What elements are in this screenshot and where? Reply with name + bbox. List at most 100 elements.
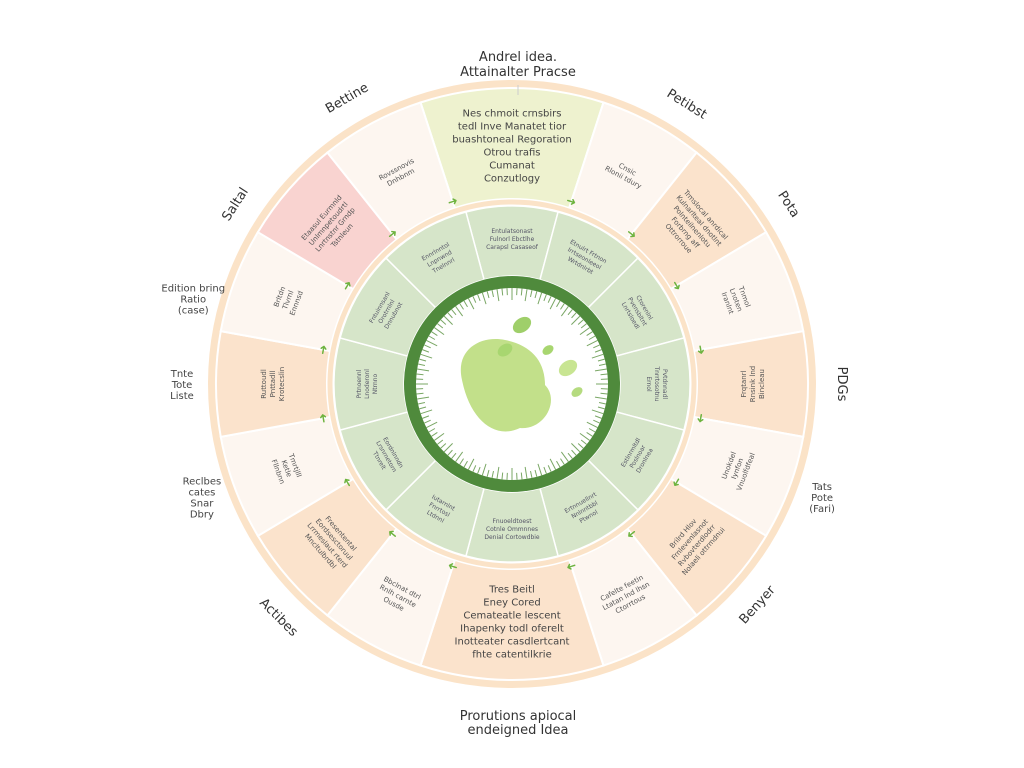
tick-mark	[420, 353, 433, 359]
inner-segment-text-line: Ntrnno	[372, 373, 379, 394]
tick-mark	[417, 396, 430, 400]
leaf-icon	[512, 316, 532, 334]
leaf-icon	[558, 359, 578, 377]
tick-mark	[591, 409, 604, 415]
outer-label-line: cates	[188, 487, 215, 498]
leaf-icon	[571, 387, 583, 397]
tick-mark	[481, 463, 487, 476]
leaf-icon	[497, 343, 513, 357]
inner-segment-text-line: Prtnoennl	[356, 369, 363, 398]
tick-mark	[443, 315, 453, 325]
inner-segment-text-line: Entulatsonast	[491, 228, 533, 235]
tick-mark	[547, 465, 552, 472]
outer-segment-text-group: FrqtanrlRnsink lndBincleau	[740, 366, 766, 402]
inner-segment-text-line: Cotnle Ommnnes	[486, 526, 538, 533]
arrow-icon: ➜	[446, 558, 460, 574]
tick-mark	[416, 373, 424, 376]
outer-label-line: Edition bring	[161, 284, 225, 295]
tick-mark	[549, 458, 557, 470]
tick-mark	[588, 335, 596, 340]
outer-segment-text-line: Bincleau	[758, 369, 766, 399]
arrow-icon: ➜	[693, 344, 709, 356]
outer-label-line: Tats	[811, 482, 832, 493]
arrow-icon: ➜	[315, 344, 331, 356]
outer-label-line: Pote	[811, 493, 833, 504]
outer-segment-text-line: Cemateatle lescent	[463, 611, 560, 622]
outer-label-line: Dbry	[190, 509, 214, 520]
tick-mark	[455, 451, 464, 462]
tick-mark	[422, 415, 430, 419]
tick-mark	[586, 331, 593, 336]
inner-segment-text: PvtdnnadlTnrrtosotnuErnol	[645, 365, 668, 401]
tick-mark	[591, 353, 604, 359]
tick-mark	[524, 289, 528, 302]
outer-label-group: Petibst	[664, 86, 709, 122]
tick-mark	[586, 339, 598, 347]
tick-mark	[600, 373, 608, 376]
tick-mark	[501, 472, 504, 480]
outer-label: Pota	[774, 189, 802, 221]
tick-mark	[428, 428, 436, 433]
tick-mark	[567, 309, 573, 316]
tick-mark	[486, 469, 490, 477]
title-line1: Andrel idea.	[479, 50, 557, 65]
outer-segment-text-line: Rnsink lnd	[749, 366, 757, 402]
tick-mark	[501, 288, 504, 296]
arrow-icon: ➜	[315, 412, 331, 424]
inner-segment-text-line: Carapsl Casaseof	[486, 244, 539, 251]
tick-mark	[422, 349, 430, 353]
outer-label-line: Benyer	[737, 582, 779, 627]
tick-mark	[431, 432, 438, 437]
outer-label-group: Saltal	[219, 185, 251, 224]
outer-label: PDGs	[834, 367, 849, 402]
tick-mark	[567, 452, 573, 459]
center-emblem	[460, 316, 583, 432]
tick-mark	[594, 415, 602, 419]
tick-mark	[447, 449, 453, 456]
outer-label: Benyer	[737, 582, 779, 627]
outer-label-group: Bettine	[323, 80, 371, 116]
tick-mark	[477, 466, 481, 474]
tick-mark	[534, 291, 538, 299]
outer-segment-text-line: fhte catentilkrie	[472, 650, 551, 661]
outer-segment-text: Cafelte feetinLtatan lnd lhsnCtorrtous	[597, 572, 655, 620]
outer-label-line: (case)	[178, 306, 209, 317]
tick-mark	[477, 294, 481, 302]
outer-segment-text-line: Nes chmoit crnsbirs	[462, 109, 561, 120]
tick-mark	[520, 472, 523, 480]
tick-mark	[600, 392, 608, 395]
tick-mark	[577, 319, 584, 325]
inner-segment-text-line: Fulnorl Ebctlhe	[490, 236, 535, 243]
footer-line2: endeigned Idea	[467, 723, 568, 738]
tick-mark	[579, 327, 590, 336]
tick-mark	[537, 463, 543, 476]
outer-label: Saltal	[219, 185, 251, 224]
inner-segment-text-group: PvtdnnadlTnrrtosotnuErnol	[645, 365, 668, 401]
inner-segment-text-line: Pvtdnnadl	[661, 369, 668, 399]
leaf-icon	[542, 345, 554, 355]
tick-mark	[549, 298, 557, 310]
outer-label: Bettine	[323, 80, 371, 116]
outer-label-line: Bettine	[323, 80, 371, 116]
inner-segment-text: PrtnoennlLnoderonlNtrnno	[356, 369, 379, 399]
outer-border	[208, 80, 816, 688]
tick-mark	[560, 451, 569, 462]
outer-label-group: Pota	[774, 189, 802, 221]
tick-mark	[593, 344, 600, 349]
tick-mark	[556, 460, 561, 468]
tick-mark	[580, 323, 587, 329]
arrow-icon: ➜	[693, 412, 709, 424]
outer-label-line: Snar	[190, 498, 214, 509]
tick-mark	[491, 289, 494, 298]
tick-mark	[524, 466, 528, 479]
tick-mark	[571, 443, 581, 453]
tick-mark	[440, 443, 447, 449]
